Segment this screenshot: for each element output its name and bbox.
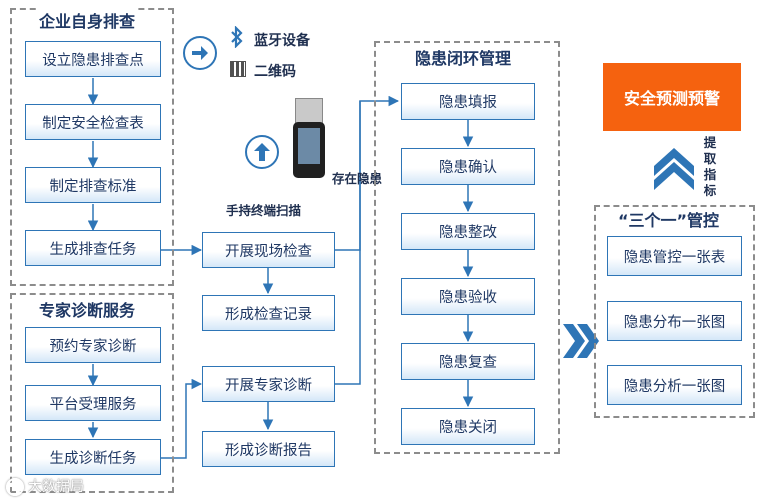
- expert-title: 专家诊断服务: [36, 297, 139, 321]
- enterprise-title: 企业自身排查: [36, 8, 139, 32]
- bluetooth-label: 蓝牙设备: [254, 33, 310, 49]
- handheld-terminal-image: [293, 94, 325, 180]
- has-hazard-label: 存在隐患: [332, 171, 383, 186]
- hazard-recheck-box: 隐患复查: [401, 343, 535, 380]
- bluetooth-icon: [229, 25, 245, 52]
- hazard-close-box: 隐患关闭: [401, 408, 535, 445]
- hazard-fill-box: 隐患填报: [401, 83, 535, 120]
- extract-indicator-label: 提 取 指 标: [703, 135, 717, 198]
- step-diag-task: 生成诊断任务: [25, 439, 161, 475]
- expert-diag-box: 开展专家诊断: [202, 366, 335, 402]
- expert-group: [10, 293, 174, 493]
- diag-report-box: 形成诊断报告: [202, 431, 335, 467]
- qrcode-icon: [230, 61, 246, 77]
- chevron-up-double-icon: [654, 148, 694, 190]
- control-group: [594, 205, 755, 418]
- step-book-expert: 预约专家诊断: [25, 327, 161, 363]
- arrow-right-circle-icon: [183, 36, 217, 70]
- step-set-points: 设立隐患排查点: [25, 41, 161, 77]
- step-task: 生成排查任务: [25, 230, 161, 266]
- watermark-logo-icon: [6, 478, 24, 496]
- control-table-box: 隐患管控一张表: [607, 236, 742, 276]
- hazard-accept-box: 隐患验收: [401, 278, 535, 315]
- field-check-box: 开展现场检查: [202, 232, 335, 268]
- hazard-confirm-box: 隐患确认: [401, 148, 535, 185]
- handheld-scan-label: 手持终端扫描: [226, 203, 302, 218]
- qrcode-label: 二维码: [254, 64, 296, 80]
- arrow-up-circle-icon: [245, 135, 279, 169]
- hazard-rectify-box: 隐患整改: [401, 213, 535, 250]
- distribution-map-box: 隐患分布一张图: [607, 301, 742, 341]
- closed-loop-title: 隐患闭环管理: [412, 45, 515, 69]
- arrow-expert-fill: [335, 101, 361, 385]
- closed-loop-group: [374, 41, 560, 454]
- control-title: “三个一”管控: [615, 207, 723, 231]
- analysis-map-box: 隐患分析一张图: [607, 365, 742, 405]
- step-checklist: 制定安全检查表: [25, 104, 161, 140]
- check-record-box: 形成检查记录: [202, 295, 335, 331]
- safety-warning-box: 安全预测预警: [603, 63, 741, 131]
- step-platform-accept: 平台受理服务: [25, 385, 161, 421]
- watermark: 大数据局: [6, 476, 84, 496]
- step-standard: 制定排查标准: [25, 167, 161, 203]
